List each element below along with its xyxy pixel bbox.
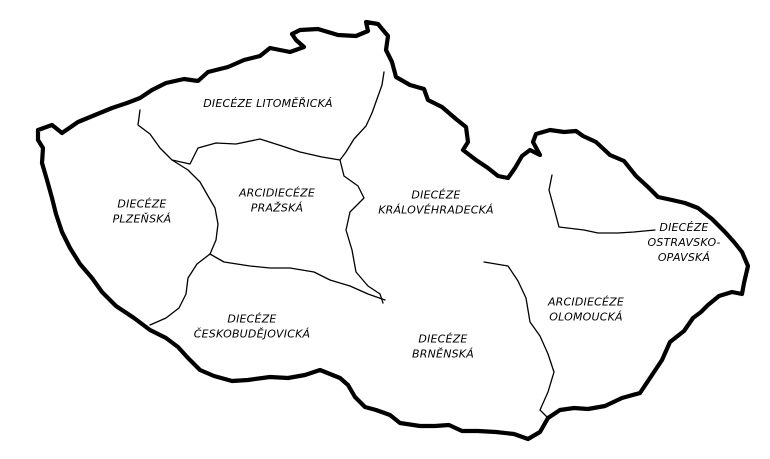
region-label-brnenska: BRNĚNSKÁ: [412, 348, 474, 361]
region-label-prazska: PRAŽSKÁ: [251, 202, 303, 215]
region-label-brnenska: DIECÉZE: [418, 333, 467, 346]
region-label-olomoucka: OLOMOUCKÁ: [549, 311, 623, 324]
region-label-plzenska: PLZEŇSKÁ: [113, 213, 172, 226]
region-label-olomoucka: ARCIDIECÉZE: [547, 296, 624, 309]
region-label-plzenska: DIECÉZE: [117, 198, 166, 211]
diocese-borders: [137, 71, 656, 419]
region-label-ceskobudejovicka: DIECÉZE: [227, 313, 276, 326]
region-label-kralovehradecka: KRÁLOVÉHRADECKÁ: [378, 204, 494, 217]
region-label-kralovehradecka: DIECÉZE: [411, 189, 460, 202]
region-label-ostravsko-opavska: OPAVSKÁ: [658, 251, 710, 264]
region-labels: DIECÉZE LITOMĚŘICKÁ DIECÉZE PLZEŇSKÁ ARCIDI…: [113, 97, 721, 361]
region-label-prazska: ARCIDIECÉZE: [238, 187, 315, 200]
region-label-ceskobudejovicka: ČESKOBUDĚJOVICKÁ: [194, 328, 311, 341]
country-border: [35, 19, 751, 442]
region-label-litomericka: DIECÉZE LITOMĚŘICKÁ: [203, 97, 333, 110]
region-label-ostravsko-opavska: OSTRAVSKO-: [647, 236, 720, 249]
region-label-ostravsko-opavska: DIECÉZE: [659, 221, 708, 234]
